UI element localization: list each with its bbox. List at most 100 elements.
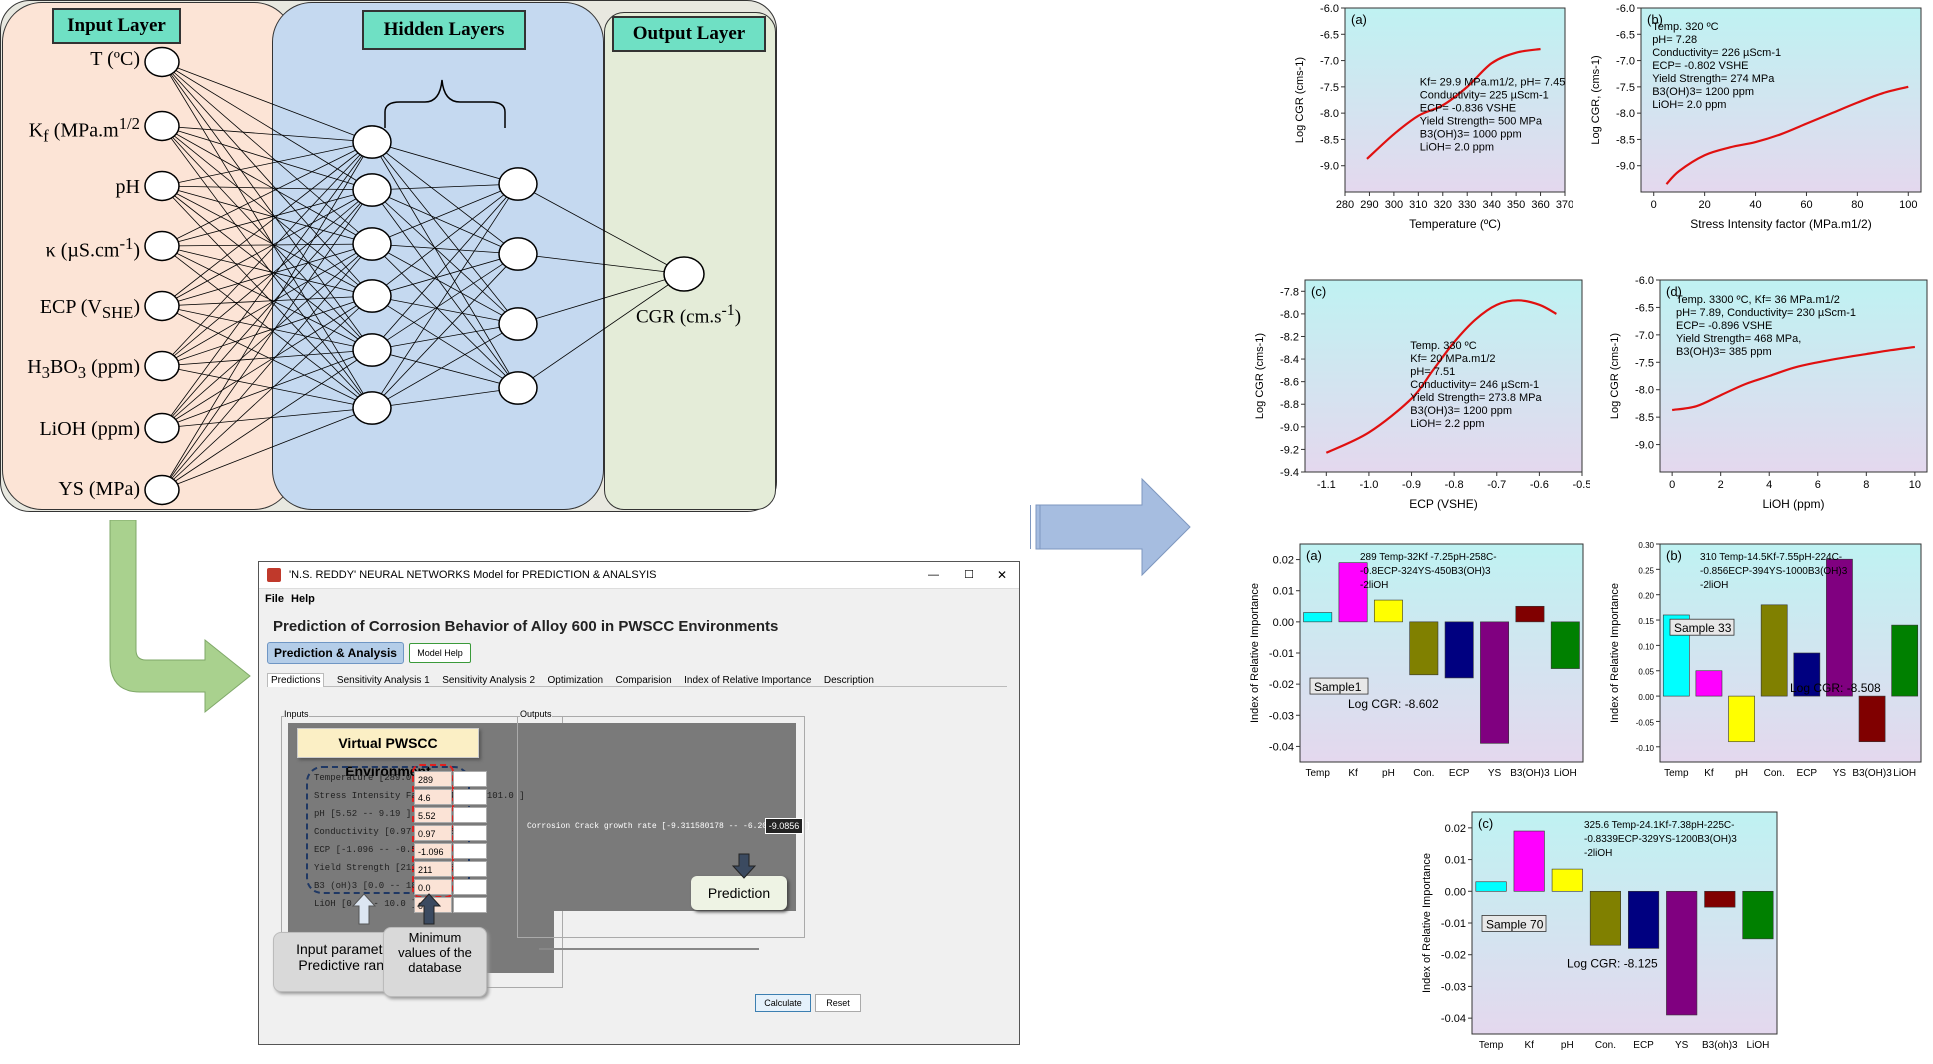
chart-annotation: Conductivity= 225 µScm-1: [1420, 89, 1549, 101]
tab-optimization[interactable]: Optimization: [547, 675, 604, 686]
chart-annotation: Temp. 3300 ºC, Kf= 36 MPa.m1/2: [1676, 294, 1840, 306]
prediction-analysis-button[interactable]: Prediction & Analysis: [267, 642, 404, 664]
chart-annotation: -2liOH: [1700, 580, 1728, 591]
chart-6: 0.300.250.200.150.100.050.00-0.05-0.10In…: [1609, 541, 1922, 779]
menu-help[interactable]: Help: [291, 593, 315, 605]
chart-annotation: ECP= -0.836 VSHE: [1420, 102, 1516, 114]
nn-edge: [371, 183, 519, 409]
nn-edge: [371, 141, 519, 185]
output-scrollbar[interactable]: [539, 948, 759, 950]
bar: [1338, 562, 1368, 623]
param-value-field[interactable]: -1.096: [414, 843, 452, 859]
nn-edge: [371, 243, 519, 255]
y-tick-label: -7.5: [1635, 357, 1654, 369]
y-tick-label: -9.2: [1280, 444, 1299, 456]
input-node: [144, 230, 180, 262]
input-label-h3bo3: H3BO3 (ppm): [27, 356, 140, 382]
x-tick-label: LiOH: [1893, 768, 1916, 779]
chart-annotation: Kf= 20 MPa.m1/2: [1410, 353, 1495, 365]
input-label-kappa: κ (µS.cm-1): [45, 234, 140, 262]
minimize-icon[interactable]: —: [928, 569, 939, 581]
param-input-field[interactable]: [453, 861, 487, 877]
model-help-button[interactable]: Model Help: [409, 643, 471, 663]
param-input-field[interactable]: [453, 789, 487, 805]
tab-sensitivity-1[interactable]: Sensitivity Analysis 1: [336, 675, 430, 686]
param-input-field[interactable]: [453, 825, 487, 841]
bar: [1704, 890, 1736, 908]
hidden-layer-title: Hidden Layers: [362, 10, 526, 50]
maximize-icon[interactable]: ☐: [964, 569, 974, 581]
param-value-field[interactable]: 5.52: [414, 807, 452, 823]
chart-annotation: -0.856ECP-394YS-1000B3(OH)3: [1700, 566, 1848, 577]
param-input-field[interactable]: [453, 843, 487, 859]
param-input-field[interactable]: [453, 879, 487, 895]
param-value-field[interactable]: 4.6: [414, 789, 452, 805]
y-tick-label: -8.8: [1280, 399, 1299, 411]
data-curve: [1366, 47, 1541, 160]
calculate-button[interactable]: Calculate: [755, 994, 811, 1012]
x-tick-label: YS: [1675, 1040, 1689, 1051]
callout-input-line1: Input parameters: [296, 941, 402, 957]
tab-relative-importance[interactable]: Index of Relative Importance: [684, 675, 812, 686]
data-curve: [1665, 85, 1909, 185]
param-value-field[interactable]: 289: [414, 771, 452, 787]
nn-edge: [161, 125, 373, 409]
chart-annotation: 310 Temp-14.5Kf-7.55pH-224C-: [1700, 552, 1842, 563]
down-arrow-icon: [731, 853, 757, 879]
nn-edge: [371, 183, 519, 351]
output-row-label: Corrosion Crack growth rate [-9.31158017…: [527, 822, 811, 831]
nn-edge: [161, 243, 373, 429]
close-icon[interactable]: ✕: [996, 568, 1007, 582]
y-axis-label: Index of Relative Importance: [1609, 583, 1621, 723]
reset-button[interactable]: Reset: [815, 994, 861, 1012]
y-tick-label: -7.0: [1320, 56, 1339, 68]
y-tick-label: -6.5: [1635, 302, 1654, 314]
nn-edge: [371, 141, 519, 255]
menu-file[interactable]: File: [265, 593, 284, 605]
panel-label: (b): [1647, 12, 1663, 27]
x-tick-label: LiOH: [1747, 1040, 1770, 1051]
nn-edge: [161, 61, 373, 297]
bar: [1551, 868, 1583, 892]
param-value-field[interactable]: 211: [414, 861, 452, 877]
y-axis-label: Log CGR (cms-1): [1294, 57, 1306, 143]
tab-sensitivity-2[interactable]: Sensitivity Analysis 2: [442, 675, 536, 686]
x-tick-label: Temp: [1305, 768, 1330, 779]
x-tick-label: Con.: [1413, 768, 1434, 779]
x-tick-label: 20: [1699, 199, 1711, 211]
sample-label: Sample 33: [1674, 621, 1732, 635]
hidden-node: [352, 391, 392, 425]
nn-edge: [371, 349, 519, 389]
y-tick-label: 0.00: [1638, 693, 1654, 702]
param-input-field[interactable]: [453, 771, 487, 787]
y-tick-label: -0.02: [1269, 679, 1294, 691]
nn-edge: [371, 183, 519, 297]
nn-edge: [371, 387, 519, 409]
param-value-field[interactable]: 0.97: [414, 825, 452, 841]
y-tick-label: -0.04: [1269, 741, 1294, 753]
nn-edge: [161, 245, 373, 297]
x-tick-label: ECP: [1633, 1040, 1654, 1051]
x-tick-label: -0.5: [1573, 479, 1590, 491]
nn-edge: [161, 243, 373, 491]
param-input-field[interactable]: [453, 897, 487, 913]
nn-edge: [371, 253, 519, 409]
inputs-label: Inputs: [284, 709, 309, 719]
tab-comparision[interactable]: Comparision: [615, 675, 672, 686]
param-value-field[interactable]: 0.0: [414, 879, 452, 895]
input-node: [144, 412, 180, 444]
chart-annotation: 289 Temp-32Kf -7.25pH-258C-: [1360, 552, 1497, 563]
plot-area: [1640, 7, 1922, 193]
param-input-field[interactable]: [453, 807, 487, 823]
input-label-lioh: LiOH (ppm): [39, 418, 140, 440]
output-layer-title: Output Layer: [612, 16, 766, 52]
bar: [1628, 890, 1660, 949]
bar: [1409, 621, 1439, 676]
y-tick-label: -7.5: [1320, 82, 1339, 94]
y-tick-label: -6.5: [1320, 29, 1339, 41]
tab-predictions[interactable]: Predictions: [267, 673, 325, 687]
y-tick-label: -8.2: [1280, 331, 1299, 343]
tab-description[interactable]: Description: [823, 675, 874, 686]
bar: [1666, 890, 1698, 1016]
